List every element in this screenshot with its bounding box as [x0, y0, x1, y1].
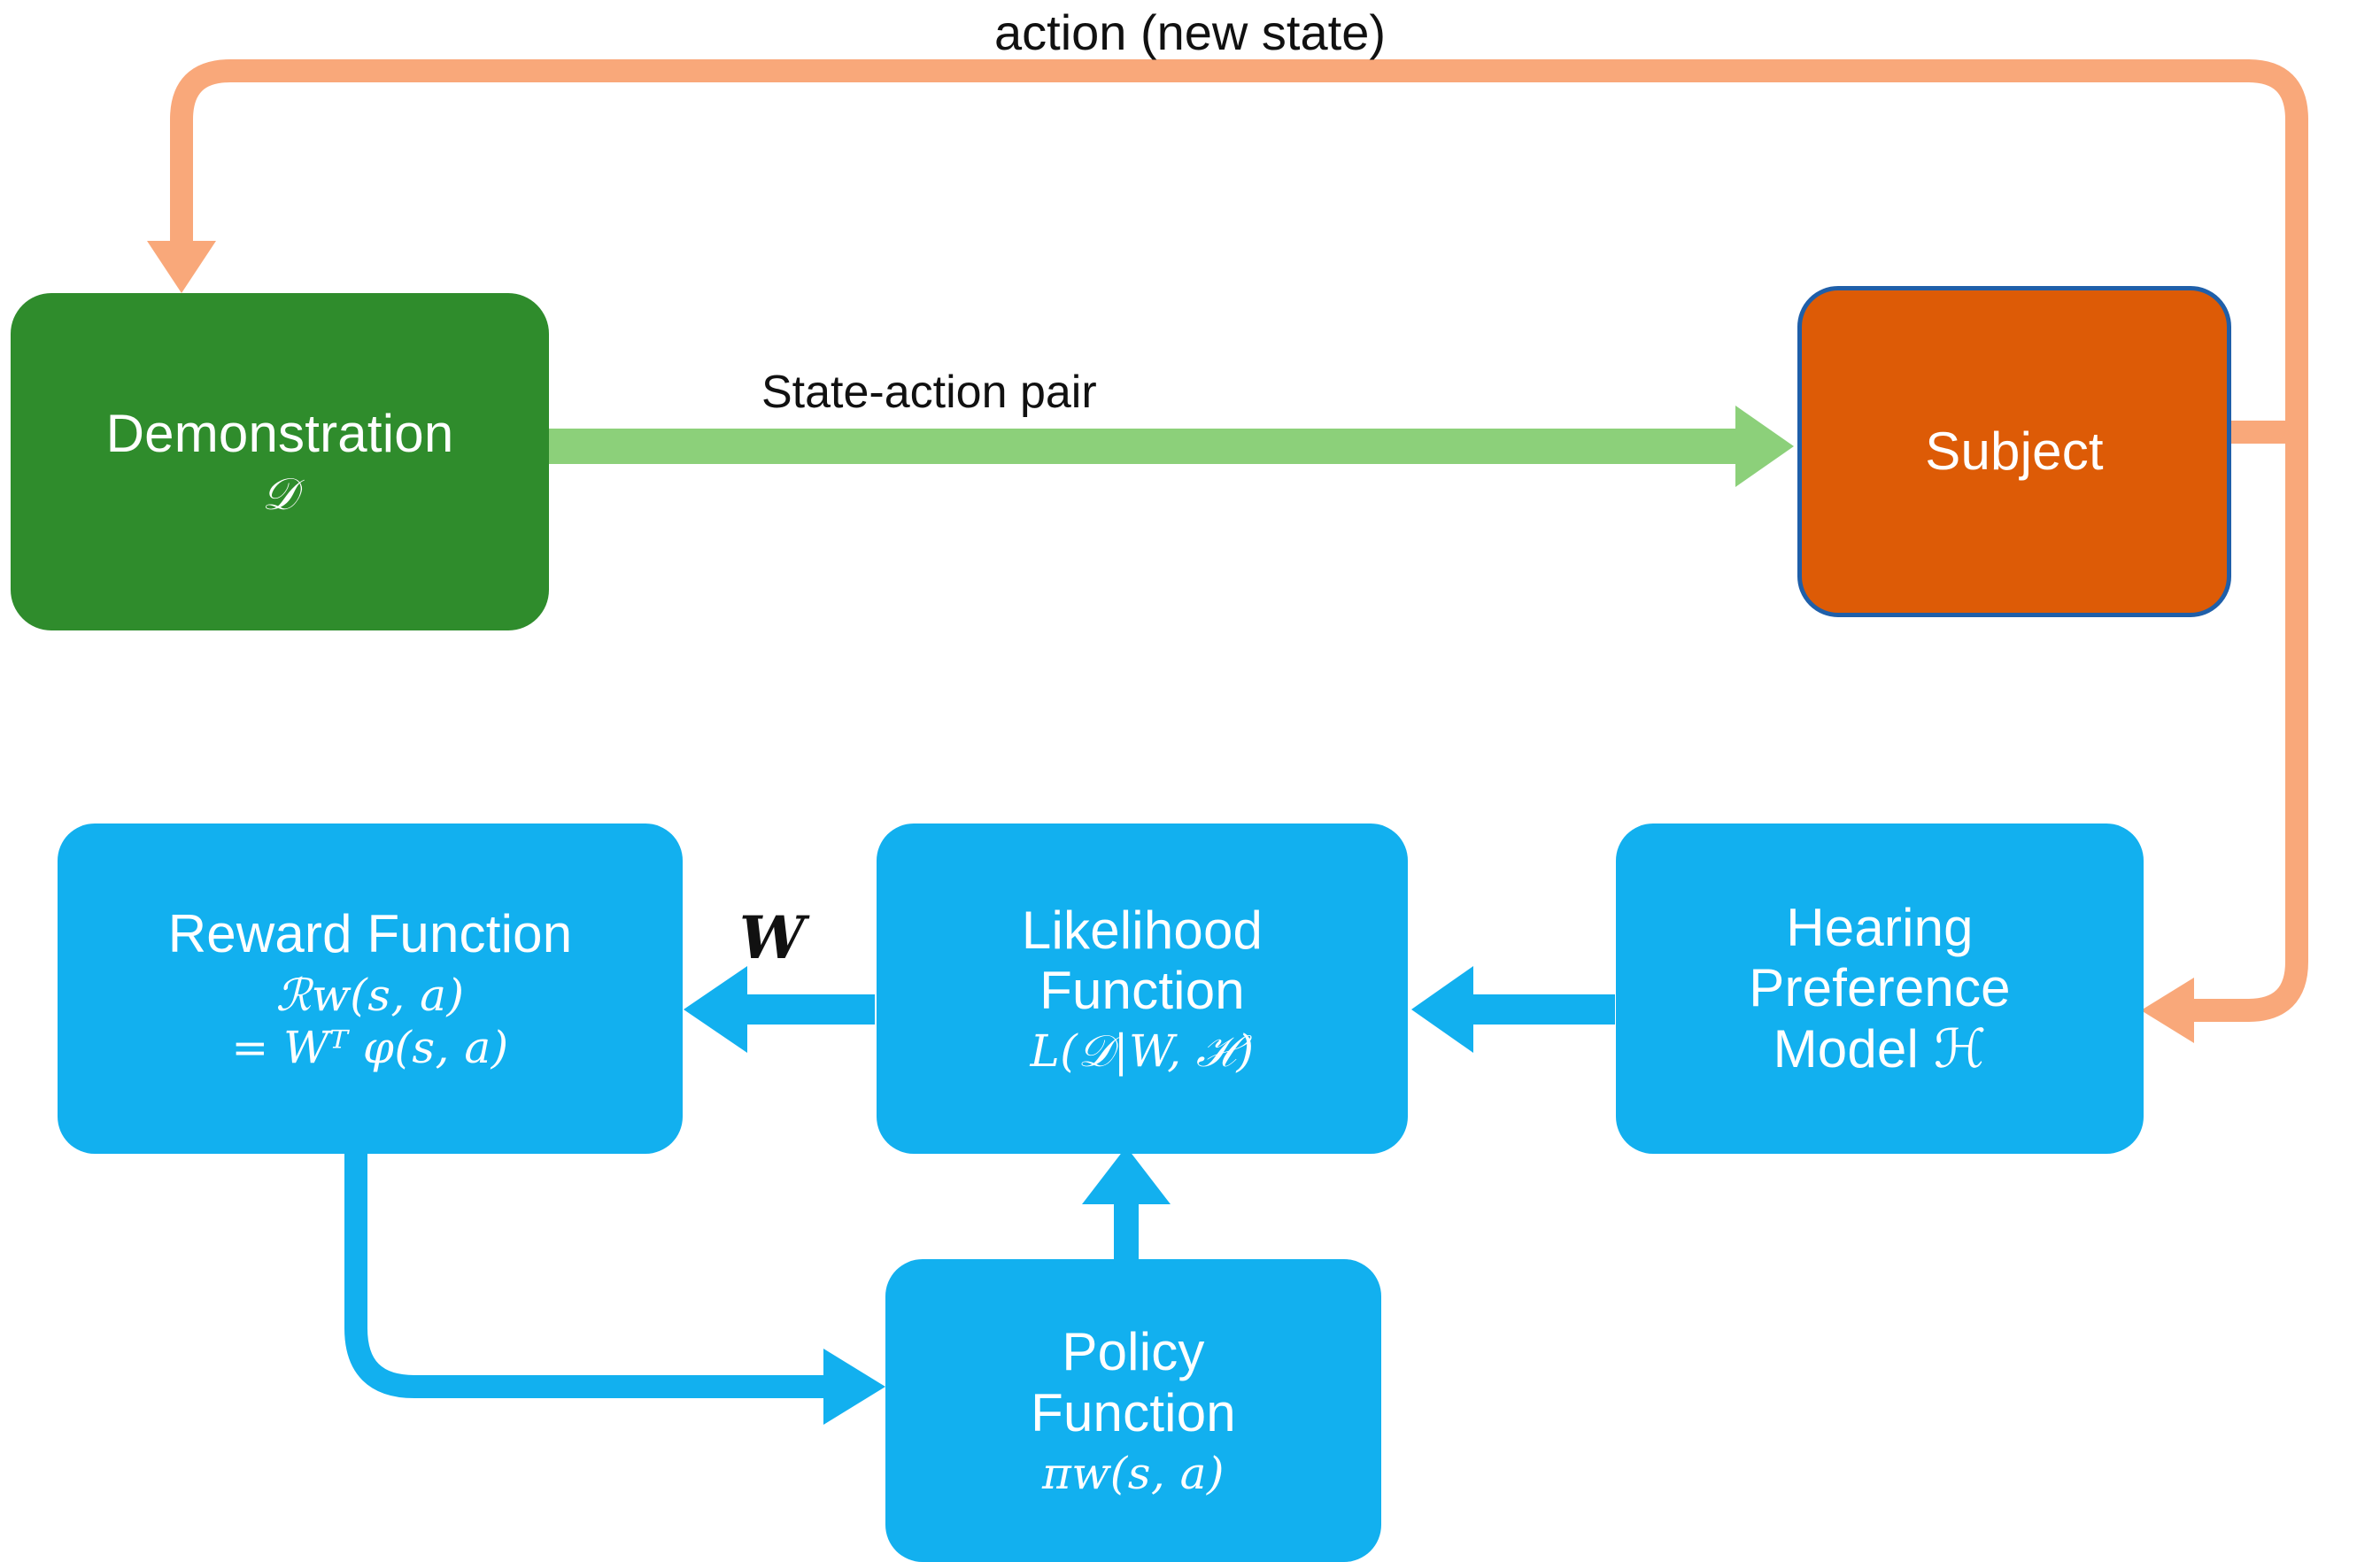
edge-reward-to-policy	[344, 1154, 885, 1425]
node-hearing-preference-model-title-line-1: Hearing	[1786, 897, 1974, 957]
node-subject-title: Subject	[1925, 421, 2104, 481]
node-demonstration-title: Demonstration	[105, 403, 454, 463]
edge-hearing-to-likelihood	[1411, 966, 1615, 1053]
edge-label-state-action-pair: State-action pair	[761, 367, 1097, 418]
node-likelihood-function-title-line-1: Likelihood	[1021, 900, 1263, 960]
node-likelihood-function[interactable]: Likelihood Function L(𝒟|W, ℋ)	[877, 824, 1408, 1154]
edge-likelihood-to-reward	[684, 966, 875, 1053]
node-hearing-preference-model-title-line-2: Preference	[1749, 958, 2011, 1018]
edge-demonstration-to-subject	[549, 406, 1794, 487]
edge-label-action-new-state: action (new state)	[994, 4, 1386, 60]
node-likelihood-function-formula: L(𝒟|W, ℋ)	[1030, 1025, 1255, 1078]
edge-policy-to-likelihood	[1082, 1147, 1171, 1259]
node-policy-function-title-line-1: Policy	[1062, 1322, 1205, 1382]
node-likelihood-function-title-line-2: Function	[1039, 961, 1245, 1020]
node-demonstration-formula: 𝒟	[261, 468, 298, 521]
node-reward-function-formula-second-line: = Wᵀ φ(s, a)	[231, 1021, 509, 1073]
node-hearing-preference-model-title-line-3: Model ℋ	[1773, 1018, 1987, 1079]
node-policy-function-formula: πᴡ(s, a)	[1042, 1447, 1225, 1499]
node-hearing-preference-model[interactable]: Hearing Preference Model ℋ	[1616, 824, 2144, 1154]
node-reward-function-formula: ℛᴡ(s, a)	[275, 969, 465, 1021]
edge-label-weight-w: W	[739, 903, 806, 972]
node-policy-function[interactable]: Policy Function πᴡ(s, a)	[885, 1259, 1381, 1562]
node-reward-function-title: Reward Function	[167, 904, 573, 964]
node-policy-function-title-line-2: Function	[1031, 1382, 1236, 1442]
node-subject[interactable]: Subject	[1797, 286, 2231, 617]
node-reward-function[interactable]: Reward Function ℛᴡ(s, a) = Wᵀ φ(s, a)	[58, 824, 683, 1154]
node-demonstration[interactable]: Demonstration 𝒟	[11, 293, 549, 630]
